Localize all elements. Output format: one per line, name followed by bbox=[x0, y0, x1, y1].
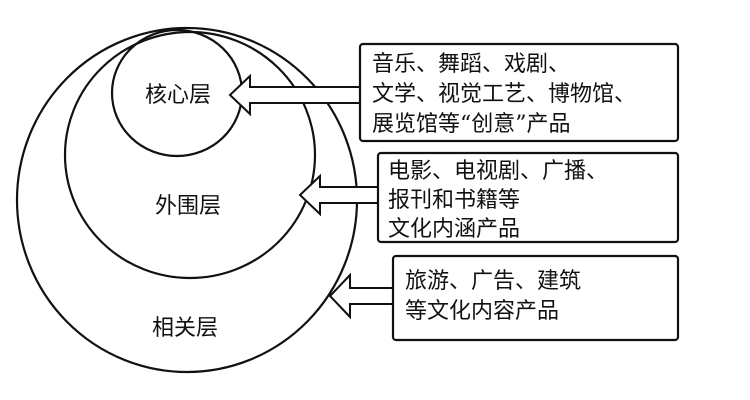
core-box-line-2: 文学、视觉工艺、博物馆、 bbox=[372, 82, 636, 107]
related-box-line-1: 旅游、广告、建筑 bbox=[405, 269, 581, 294]
related-description-box bbox=[391, 254, 680, 342]
related-layer-label: 相关层 bbox=[152, 316, 218, 341]
core-arrow bbox=[228, 73, 363, 117]
peripheral-box-line-3: 文化内涵产品 bbox=[388, 217, 520, 242]
related-arrow bbox=[328, 272, 394, 320]
related-box-line-2: 等文化内容产品 bbox=[405, 299, 559, 324]
peripheral-layer-label: 外围层 bbox=[155, 194, 221, 219]
core-box-line-1: 音乐、舞蹈、戏剧、 bbox=[372, 52, 570, 77]
core-layer-label: 核心层 bbox=[145, 83, 211, 108]
core-box-line-3: 展览馆等“创意”产品 bbox=[372, 112, 571, 137]
peripheral-description-box bbox=[376, 151, 680, 244]
peripheral-arrow bbox=[298, 173, 379, 217]
core-description-box bbox=[358, 42, 680, 143]
peripheral-box-line-1: 电影、电视剧、广播、 bbox=[388, 159, 608, 184]
peripheral-box-line-2: 报刊和书籍等 bbox=[388, 188, 520, 213]
